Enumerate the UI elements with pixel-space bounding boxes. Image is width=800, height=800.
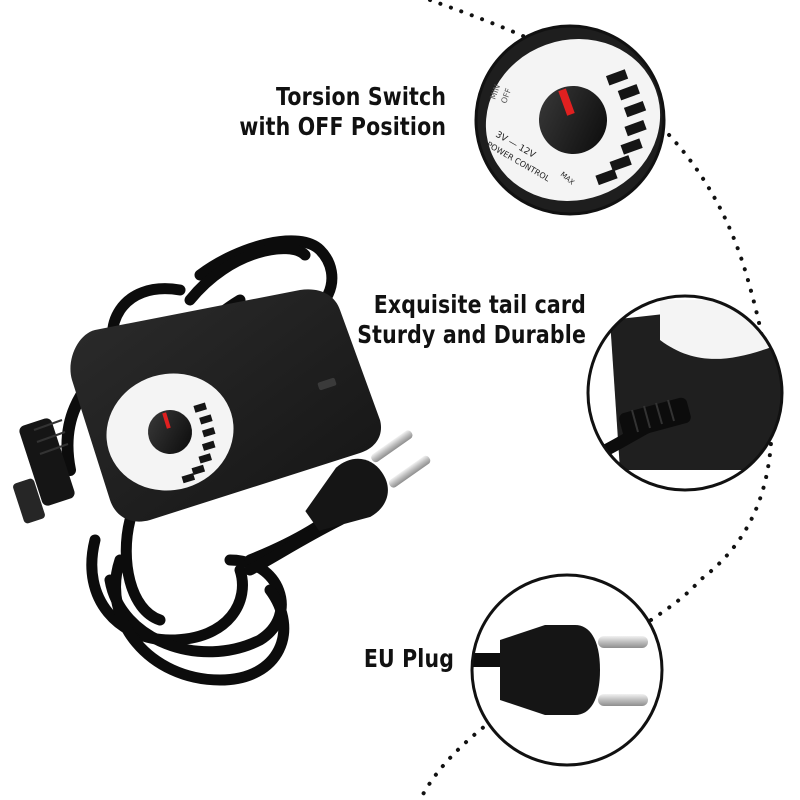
dial-panel: [106, 373, 234, 491]
callout-tail-card: Exquisite tail card Sturdy and Durable: [357, 290, 586, 350]
zoom-circle-dial: MIN OFF 3V — 12V POWER CONTROL MAX: [474, 24, 666, 216]
callout-line: Torsion Switch: [275, 82, 446, 111]
power-adapter: [13, 235, 431, 686]
eu-plug-product: [305, 430, 431, 531]
zoom-circle-eu-plug: [470, 573, 664, 767]
callout-line: EU Plug: [363, 644, 454, 673]
callout-line: Sturdy and Durable: [357, 320, 586, 349]
callout-torsion-switch: Torsion Switch with OFF Position: [239, 82, 446, 142]
callout-line: Exquisite tail card: [373, 290, 586, 319]
zoom-circle-tail: [586, 294, 784, 492]
adapter-body: [70, 289, 382, 522]
callout-line: with OFF Position: [239, 112, 446, 141]
callout-eu-plug: EU Plug: [364, 644, 454, 674]
dc-barrel-plug: [13, 418, 75, 524]
